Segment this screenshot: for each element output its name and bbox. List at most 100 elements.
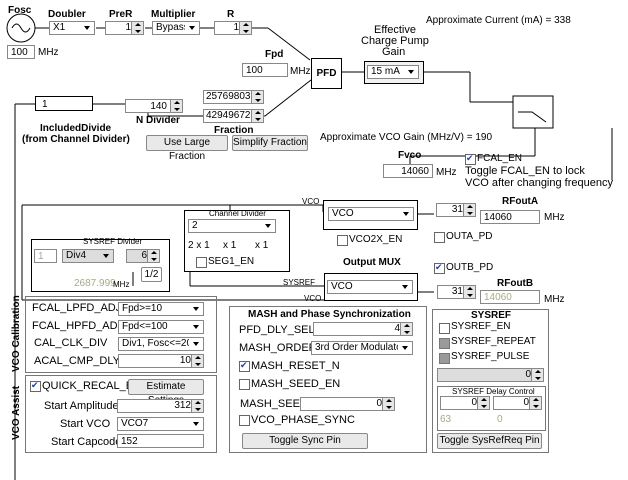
cp-gain-select[interactable]: 15 mA (367, 65, 419, 79)
spinner-arrows-icon[interactable] (131, 22, 143, 34)
doubler-select[interactable]: X1 (49, 21, 95, 35)
start-vco-select[interactable]: VCO7 (117, 417, 204, 431)
channel-divider-title: Channel Divider (209, 209, 266, 218)
chevron-down-icon (186, 22, 199, 34)
channel-divider-select[interactable]: 2 (188, 219, 276, 233)
chevron-down-icon (399, 281, 412, 293)
outa-pd-checkbox[interactable] (434, 232, 445, 243)
n-divider-value[interactable]: 140 (125, 99, 171, 113)
start-capcode-input[interactable]: 152 (117, 434, 204, 448)
cal-clk-div-select[interactable]: Div1, Fosc<=200 (118, 337, 204, 351)
start-amplitude-spinner[interactable]: 312 (117, 399, 204, 413)
included-divide-label: IncludedDivide (40, 123, 112, 134)
spinner-arrows-icon[interactable] (400, 323, 412, 335)
spinner-arrows-icon[interactable] (529, 397, 541, 409)
rfoutb-power-spinner[interactable]: 31 (437, 285, 476, 299)
included-divide-sublabel: (from Channel Divider) (22, 134, 130, 145)
r-spinner[interactable]: 1 (214, 21, 252, 35)
included-divide-value: 1 (35, 96, 93, 111)
vco-phase-sync-label: VCO_PHASE_SYNC (251, 414, 355, 426)
spinner-arrows-icon[interactable] (170, 100, 182, 112)
mash-seed-spinner[interactable]: 0 (300, 397, 395, 411)
sysref-count-spinner[interactable]: 0 (437, 368, 544, 382)
sysref-group (432, 309, 549, 453)
vco-calibration-side-label: VCO Calibration (11, 295, 22, 372)
sysref-pulse-indicator[interactable] (439, 353, 450, 364)
sysref-delay-c: 63 (440, 414, 452, 425)
spinner-arrows-icon[interactable] (477, 397, 489, 409)
fcal-hpfd-adj-select[interactable]: Fpd<=100 (118, 320, 204, 334)
prer-spinner[interactable]: 1 (105, 21, 144, 35)
fosc-unit: MHz (38, 47, 59, 58)
spinner-arrows-icon[interactable] (191, 355, 203, 367)
fcal-lpfd-adj-select[interactable]: Fpd>=10 (118, 302, 204, 316)
seg1-en-label: SEG1_EN (208, 256, 255, 267)
spinner-arrows-icon[interactable] (382, 398, 394, 410)
vco-assist-group (25, 375, 217, 453)
fvco-label: Fvco (398, 150, 422, 161)
mash-reset-n-checkbox[interactable] (239, 360, 250, 372)
mash-group (229, 306, 427, 453)
chevron-down-icon (400, 208, 413, 220)
sysref-en-checkbox[interactable] (439, 323, 450, 334)
sysref-delay-b-spinner[interactable]: 0 (493, 396, 542, 410)
spinner-arrows-icon[interactable] (191, 400, 203, 412)
sysref-half-button[interactable]: 1/2 (141, 267, 162, 282)
vco2x-en-checkbox[interactable] (337, 235, 348, 246)
mash-order-label: MASH_ORDER (239, 342, 317, 354)
toggle-sysrefreq-button[interactable]: Toggle SysRefReq Pin (437, 433, 542, 449)
fcal-toggle-note: Toggle FCAL_EN to lock (465, 165, 585, 177)
acal-cmp-dly-spinner[interactable]: 10 (118, 354, 204, 368)
vco-phase-sync-checkbox[interactable] (239, 415, 250, 426)
output-mux-b-select[interactable]: VCO (327, 280, 413, 294)
quick-recal-en-checkbox[interactable] (30, 380, 41, 392)
spinner-arrows-icon[interactable] (463, 204, 475, 216)
chevron-down-icon (100, 250, 113, 262)
toggle-sync-pin-button[interactable]: Toggle Sync Pin (242, 433, 368, 449)
chevron-down-icon (399, 342, 412, 354)
outb-pd-checkbox[interactable] (434, 262, 445, 274)
chevron-down-icon (190, 321, 203, 333)
n-divider-label: N Divider (136, 115, 180, 126)
approx-current-value: 338 (554, 15, 571, 26)
seg1-en-checkbox[interactable] (196, 257, 207, 268)
chevron-down-icon (190, 418, 203, 430)
vco2x-en-label: VCO2X_EN (349, 234, 403, 245)
mash-order-select[interactable]: 3rd Order Modulator (311, 341, 413, 355)
sysref-title: SYSREF (471, 310, 512, 321)
fosc-input[interactable]: 100 (7, 45, 35, 59)
spinner-arrows-icon[interactable] (239, 22, 251, 34)
quick-recal-en-label: QUICK_RECAL_EN (42, 380, 142, 392)
fraction-numerator[interactable]: 257698037 (203, 90, 264, 104)
output-mux-a-select[interactable]: VCO (328, 207, 414, 221)
mash-seed-en-checkbox[interactable] (239, 379, 250, 390)
sysref-delay-a-spinner[interactable]: 0 (440, 396, 490, 410)
spinner-arrows-icon[interactable] (251, 91, 263, 103)
start-capcode-label: Start Capcode (51, 436, 122, 448)
estimate-settings-button[interactable]: Estimate Settings (128, 379, 204, 406)
spinner-arrows-icon[interactable] (251, 110, 263, 122)
sysref-repeat-indicator[interactable] (439, 338, 450, 349)
sysref-delay-d: 0 (497, 414, 503, 425)
pfd-dly-sel-spinner[interactable]: 4 (313, 322, 413, 336)
chevron-down-icon (190, 303, 203, 315)
simplify-fraction-button[interactable]: Simplify Fraction (232, 135, 308, 151)
r-label: R (227, 9, 235, 20)
fcal-en-checkbox[interactable] (465, 153, 476, 165)
n-divider-spinner[interactable] (170, 99, 183, 113)
use-large-fraction-button[interactable]: Use Large Fraction (146, 135, 228, 162)
multiplier-select[interactable]: Bypass (152, 21, 200, 35)
rfoutb-unit: MHz (544, 294, 565, 305)
chevron-down-icon (405, 66, 418, 78)
sysref-divider-left-value: 1 (34, 249, 57, 263)
rfouta-power-spinner[interactable]: 31 (436, 203, 476, 217)
spinner-arrows-icon[interactable] (531, 369, 543, 381)
spinner-arrows-icon[interactable] (147, 250, 159, 262)
fcal-toggle-note-2: VCO after changing frequency (465, 177, 613, 189)
spinner-arrows-icon[interactable] (463, 286, 475, 298)
outa-pd-label: OUTA_PD (446, 231, 493, 242)
fraction-denominator[interactable]: 4294967295 (203, 109, 264, 123)
sysref-divider-spinner[interactable]: 6 (126, 249, 160, 263)
mash-title: MASH and Phase Synchronization (248, 309, 411, 320)
sysref-divider-select[interactable]: Div4 (62, 249, 114, 263)
